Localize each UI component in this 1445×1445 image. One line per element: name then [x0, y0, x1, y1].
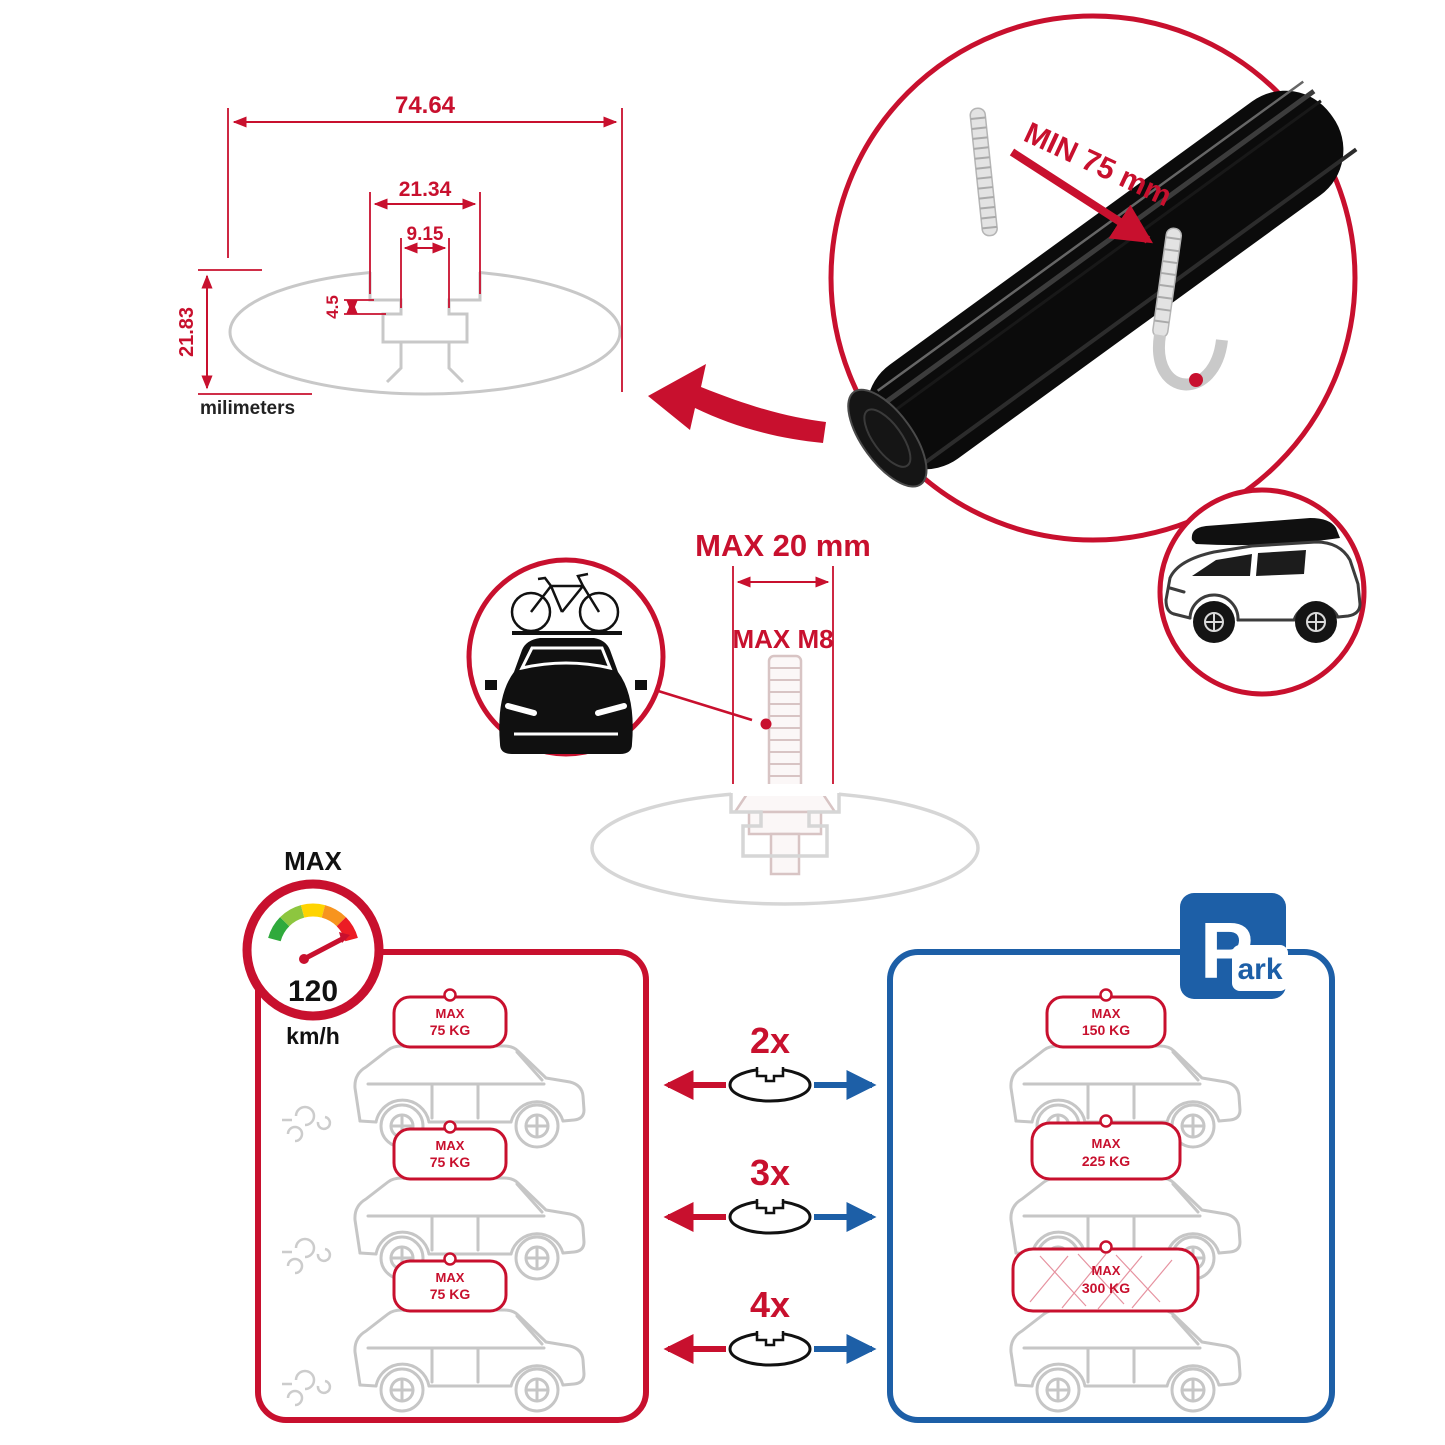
- bolt-drawing: [732, 654, 838, 876]
- min-span-label: MIN 75 mm: [1019, 116, 1176, 213]
- bar-count-rows: 2x 3x 4x: [663, 1020, 877, 1367]
- bar-count-label: 4x: [750, 1284, 790, 1325]
- dim-slot-outer-value: 21.34: [399, 178, 452, 201]
- bag-max-label: MAX: [1092, 1136, 1121, 1151]
- crossbar-section-icon: [728, 1199, 812, 1235]
- dim-slot-depth: [344, 299, 386, 315]
- speed-limit: MAX 120 km/h: [242, 846, 384, 1049]
- crossbar-section-icon: [728, 1331, 812, 1367]
- bolt-spec-diagram: MAX 20 mm MAX M8: [466, 528, 980, 906]
- load-comparison: 2x 3x 4x: [255, 893, 1335, 1423]
- bar-end-face: [847, 388, 928, 488]
- bag-load-value: 225 KG: [1082, 1153, 1130, 1169]
- roof-cargo-bag: MAX 75 KG: [392, 1252, 508, 1313]
- u-bolt-thread-left: [969, 107, 998, 237]
- bag-load-value: 75 KG: [430, 1154, 471, 1170]
- dim-total-width: [227, 108, 623, 392]
- pointer-arrow: [648, 364, 826, 443]
- dim-slot-inner: [400, 238, 450, 308]
- parked-panel: [887, 949, 1335, 1423]
- roof-cargo-bag: MAX 75 KG: [392, 1120, 508, 1181]
- max-thread-label: MAX M8: [732, 624, 833, 654]
- dim-total-width-value: 74.64: [395, 92, 456, 119]
- park-sign-ark: ark: [1237, 953, 1282, 986]
- dim-slot-outer: [369, 192, 481, 294]
- roof-cargo-bag: MAX 225 KG: [1030, 1114, 1182, 1181]
- profile-slot: [368, 272, 482, 344]
- speedometer-icon: [242, 879, 384, 1021]
- unit-label: milimeters: [200, 398, 295, 419]
- speed-max-label: MAX: [284, 846, 342, 876]
- bag-max-label: MAX: [1092, 1263, 1121, 1278]
- u-bolt-hook: [1152, 334, 1228, 391]
- max-width-label: MAX 20 mm: [695, 528, 871, 563]
- bike-roof-icon: [466, 557, 666, 757]
- bag-max-label: MAX: [1092, 1006, 1121, 1021]
- dim-total-height-value: 21.83: [176, 307, 198, 357]
- dim-total-height: [198, 269, 312, 395]
- park-sign: P ark: [1180, 893, 1288, 999]
- crossbar-detail: MIN 75 mm: [828, 13, 1367, 697]
- bolt-leader-line: [654, 688, 753, 722]
- crossbar-3d: [847, 80, 1358, 488]
- bolt-dimension: [732, 566, 834, 790]
- hook-marker-dot: [1189, 373, 1203, 387]
- speed-value: 120: [288, 975, 338, 1008]
- bag-load-value: 75 KG: [430, 1022, 471, 1038]
- roof-box: [1191, 518, 1340, 546]
- gauge-arc: [268, 903, 358, 942]
- speed-unit: km/h: [286, 1023, 340, 1049]
- min-span-arrow: [1009, 148, 1154, 244]
- gauge-needle: [301, 935, 347, 962]
- faded-profile: [590, 784, 980, 906]
- suv-roofbox-icon: [1157, 487, 1367, 697]
- bag-max-label: MAX: [436, 1270, 465, 1285]
- roof-cargo-bag: MAX 150 KG: [1045, 988, 1167, 1049]
- moving-panel: [255, 949, 649, 1423]
- bolt-marker-dot: [760, 718, 772, 730]
- bag-load-value: 150 KG: [1082, 1022, 1130, 1038]
- bag-max-label: MAX: [436, 1138, 465, 1153]
- moving-cars: MAX 75 KG MAX 75 KG MAX 75 KG: [280, 988, 586, 1413]
- profile-ellipse: [228, 268, 622, 396]
- bar-count-label: 3x: [750, 1152, 790, 1193]
- bag-max-label: MAX: [436, 1006, 465, 1021]
- crossbar-section-icon: [728, 1067, 812, 1103]
- dim-slot-inner-value: 9.15: [407, 224, 444, 245]
- bag-load-value: 300 KG: [1082, 1280, 1130, 1296]
- zoom-circle: [828, 13, 1358, 543]
- parked-cars: MAX 150 KG MAX 225 KG MAX 300 KG: [1008, 988, 1242, 1413]
- dim-slot-depth-value: 4.5: [323, 295, 342, 319]
- profile-dimension-diagram: 74.64 21.34 9.15 4.5 21.83 mili: [176, 92, 826, 443]
- bag-load-value: 75 KG: [430, 1286, 471, 1302]
- bar-count-label: 2x: [750, 1020, 790, 1061]
- roof-cargo-bag: MAX 75 KG: [392, 988, 508, 1049]
- roof-cargo-bag: MAX 300 KG: [1011, 1240, 1200, 1313]
